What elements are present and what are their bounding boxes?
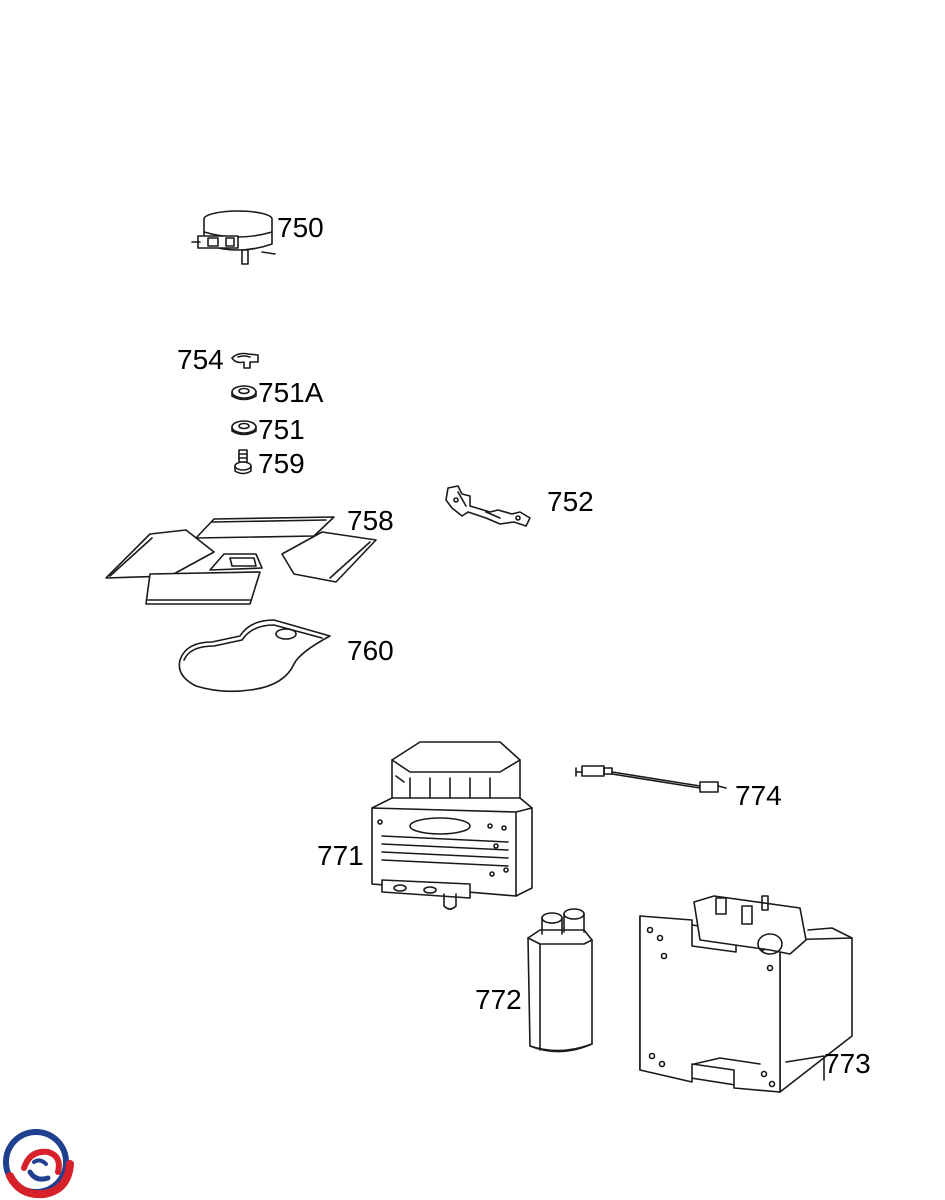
bracket-752-part [445,485,531,527]
callout-774: 774 [735,780,782,811]
callout-771: 771 [317,840,364,871]
fuse-wire-774-part [575,765,727,793]
callout-760: 760 [347,635,394,666]
callout-758: 758 [347,505,394,536]
capacitor-772-part [527,908,593,1053]
callout-751: 751 [258,414,305,445]
callout-751a: 751A [258,377,324,408]
gasket-760-part [178,619,331,693]
callout-752: 752 [547,486,594,517]
transformer-773-part [639,895,853,1093]
coupler-clip-part [231,352,259,369]
magnetron-771-part [371,741,533,910]
brand-logo-icon [3,1129,74,1199]
washer-751a-part [231,385,257,401]
stirrer-fan-758-part [105,516,377,605]
callout-759: 759 [258,448,305,479]
washer-751-part [231,420,257,436]
callout-773: 773 [824,1048,871,1079]
callout-754: 754 [177,344,224,375]
shaft-759-part [234,449,252,475]
turntable-motor-part [191,210,276,265]
callout-750: 750 [277,212,324,243]
callout-772: 772 [475,984,522,1015]
